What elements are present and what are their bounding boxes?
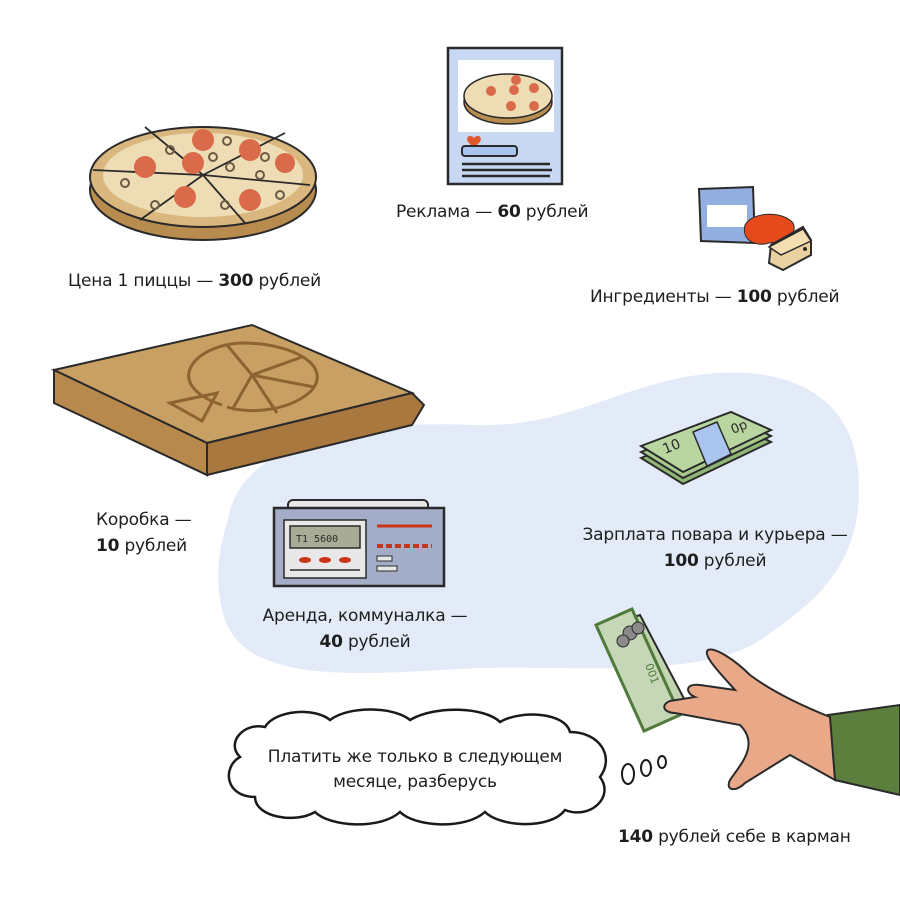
pizza-price-label: Цена 1 пиццы — 300 рублей [68, 268, 321, 294]
rent-label: Аренда, коммуналка — 40 рублей [250, 603, 480, 655]
thought-line-1: Платить же только в следующем [267, 747, 563, 767]
pizza-price-text: Цена 1 пиццы — [68, 271, 219, 291]
box-text: Коробка — [96, 510, 192, 530]
thought-cloud [227, 708, 608, 826]
profit-value: 140 [618, 827, 653, 847]
salary-text: Зарплата повара и курьера — [582, 525, 848, 545]
salary-unit: рублей [698, 551, 767, 571]
pizza-illustration [89, 126, 317, 241]
note-value: 10 [661, 436, 684, 458]
ingredients-illustration [697, 185, 813, 272]
profit-unit: рублей себе в карман [652, 827, 851, 847]
ingredients-text: Ингредиенты — [590, 287, 737, 307]
rent-value: 40 [319, 632, 343, 652]
thought-line-2: месяце, разберусь [333, 772, 497, 792]
note-currency: 0р [729, 418, 750, 438]
hand-with-money-illustration: 001 [594, 607, 900, 797]
salary-label: Зарплата повара и курьера — 100 рублей [560, 522, 870, 574]
ingredients-unit: рублей [771, 287, 840, 307]
thought-text: Платить же только в следующем месяце, ра… [240, 745, 590, 795]
advertising-value: 60 [497, 202, 521, 222]
utility-meter-illustration: T1 5600 [272, 499, 446, 588]
salary-value: 100 [663, 551, 699, 571]
box-unit: рублей [119, 536, 187, 556]
advertising-text: Реклама — [396, 202, 498, 222]
rent-unit: рублей [342, 632, 411, 652]
meter-display: T1 5600 [296, 534, 338, 545]
profit-label: 140 рублей себе в карман [618, 824, 851, 850]
box-label: Коробка — 10 рублей [96, 507, 192, 559]
advertising-unit: рублей [520, 202, 589, 222]
box-value: 10 [96, 536, 120, 556]
ingredients-value: 100 [736, 287, 772, 307]
pizza-price-unit: рублей [253, 271, 321, 291]
advertising-card-illustration [446, 46, 564, 186]
pizza-price-value: 300 [218, 271, 254, 291]
ingredients-label: Ингредиенты — 100 рублей [590, 284, 840, 310]
thought-bubbles [621, 755, 667, 785]
rent-text: Аренда, коммуналка — [262, 606, 468, 626]
money-stack-illustration: 10 0р [638, 410, 774, 486]
pizza-box-illustration [50, 323, 426, 477]
advertising-label: Реклама — 60 рублей [396, 199, 588, 225]
